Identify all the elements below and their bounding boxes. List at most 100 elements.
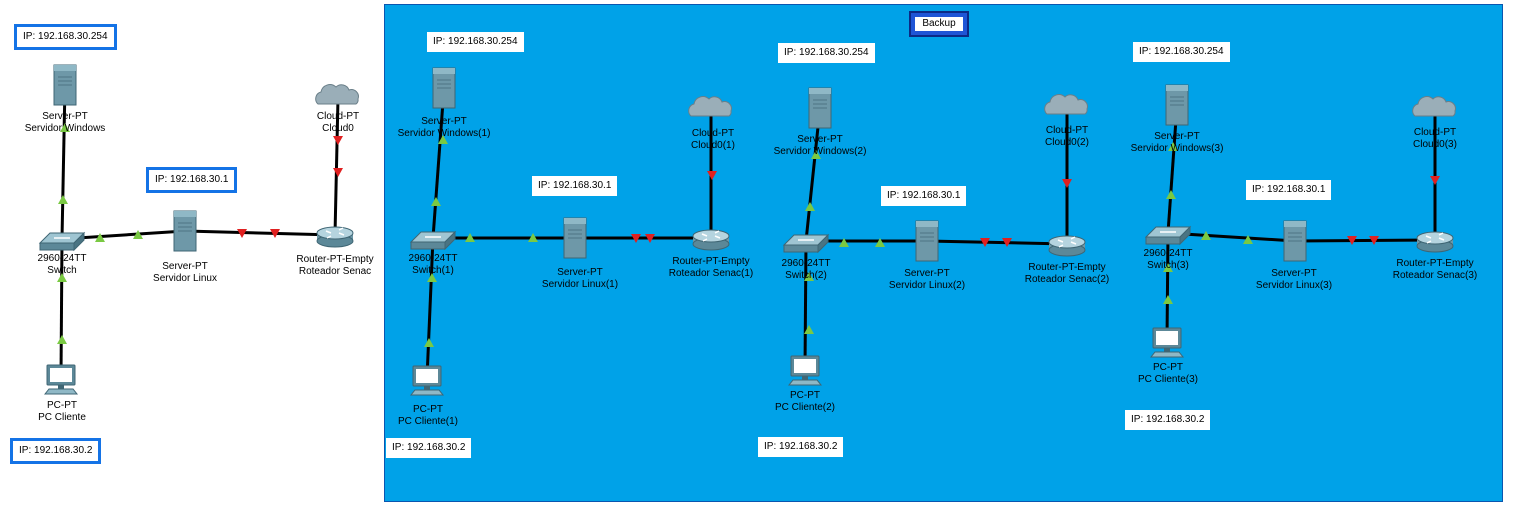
topology-0-server-windows-label-model: Server-PT bbox=[42, 111, 88, 122]
topology-1-cloud-label-device-name: Cloud0(1) bbox=[691, 140, 735, 151]
topology-2-link-status-1-a bbox=[839, 238, 849, 247]
topology-2-ip-note-pc[interactable]: IP: 192.168.30.2 bbox=[758, 437, 844, 457]
topology-2-switch-label-device-name: Switch(2) bbox=[785, 270, 827, 281]
topology-2-link-lin-rt[interactable] bbox=[926, 239, 1068, 246]
topology-0-link-status-2-a bbox=[237, 229, 247, 238]
topology-0-cloud-label-device-name: Cloud0 bbox=[322, 123, 354, 134]
topology-3-ip-note-server-linux[interactable]: IP: 192.168.30.1 bbox=[1246, 180, 1332, 200]
topology-3-link-sw-pc[interactable] bbox=[1165, 232, 1170, 341]
topology-2-cloud-label-device-name: Cloud0(2) bbox=[1045, 137, 1089, 148]
topology-1-link-sw-pc[interactable] bbox=[425, 237, 435, 379]
topology-3-server-linux-server-tower-icon[interactable] bbox=[1283, 220, 1307, 262]
topology-0-link-cl-rt[interactable] bbox=[333, 97, 340, 236]
topology-1-switch-label-device-name: Switch(1) bbox=[412, 265, 454, 276]
topology-0-cloud-cloud-icon[interactable] bbox=[315, 84, 359, 105]
topology-3-link-lin-rt[interactable] bbox=[1294, 238, 1436, 243]
topology-2-pc-label-model: PC-PT bbox=[790, 390, 820, 401]
topology-2-link-sw-pc[interactable] bbox=[803, 240, 808, 369]
topology-1-router-label-device-name: Roteador Senac(1) bbox=[668, 268, 754, 279]
topology-3-server-windows-server-tower-icon[interactable] bbox=[1165, 84, 1189, 126]
topology-0-switch-label-model: 2960-24TT bbox=[37, 253, 87, 264]
topology-1-switch-switch-icon[interactable] bbox=[409, 230, 457, 251]
topology-3-router-router-icon[interactable] bbox=[1416, 231, 1454, 253]
topology-0-router-router-icon[interactable] bbox=[316, 226, 354, 248]
topology-2-server-linux-label-model: Server-PT bbox=[904, 268, 950, 279]
topology-0-link-lin-rt[interactable] bbox=[184, 229, 336, 237]
topology-3-server-linux-label-device-name: Servidor Linux(3) bbox=[1255, 280, 1333, 291]
topology-3-switch-switch-icon[interactable] bbox=[1144, 225, 1192, 246]
topology-2-server-linux-server-tower-icon[interactable] bbox=[915, 220, 939, 262]
cluster-title-box[interactable]: Backup bbox=[909, 11, 969, 37]
topology-3-pc-label-device-name: PC Cliente(3) bbox=[1137, 374, 1199, 385]
topology-0-link-status-0-a bbox=[60, 123, 70, 132]
topology-2-server-windows-server-tower-icon[interactable] bbox=[808, 87, 832, 129]
topology-1-pc-label-model: PC-PT bbox=[413, 404, 443, 415]
topology-1-cloud-cloud-icon[interactable] bbox=[688, 96, 732, 117]
topology-2-pc-pc-monitor-icon[interactable] bbox=[787, 355, 823, 386]
topology-0-ip-note-pc[interactable]: IP: 192.168.30.2 bbox=[10, 438, 102, 464]
topology-1-ip-note-pc[interactable]: IP: 192.168.30.2 bbox=[386, 438, 472, 458]
topology-3-link-status-2-a bbox=[1347, 236, 1357, 245]
topology-3-ip-note-server-windows[interactable]: IP: 192.168.30.254 bbox=[1133, 42, 1230, 62]
topology-2-link-win-sw[interactable] bbox=[804, 107, 822, 242]
topology-2-link-status-4-a bbox=[804, 272, 814, 281]
topology-3-cloud-label-model: Cloud-PT bbox=[1413, 127, 1457, 138]
topology-3-server-windows-label-device-name: Servidor Windows(3) bbox=[1130, 143, 1224, 154]
topology-3-switch-label-model: 2960-24TT bbox=[1143, 248, 1193, 259]
topology-1-ip-note-server-windows[interactable]: IP: 192.168.30.254 bbox=[427, 32, 524, 52]
topology-0-link-sw-pc[interactable] bbox=[59, 238, 64, 378]
topology-3-ip-note-pc[interactable]: IP: 192.168.30.2 bbox=[1125, 410, 1211, 430]
topology-0-server-linux-server-tower-icon[interactable] bbox=[173, 210, 197, 252]
topology-2-ip-note-server-windows[interactable]: IP: 192.168.30.254 bbox=[778, 43, 875, 63]
topology-1-server-windows-server-tower-icon[interactable] bbox=[432, 67, 456, 109]
topology-1-pc-pc-monitor-icon[interactable] bbox=[409, 365, 445, 396]
topology-3-link-status-0-a bbox=[1168, 142, 1178, 151]
topology-0-pc-pc-monitor-icon[interactable] bbox=[43, 364, 79, 395]
topology-0-link-win-sw[interactable] bbox=[60, 84, 67, 240]
topology-0-switch-switch-icon[interactable] bbox=[38, 231, 86, 252]
topology-0-ip-note-server-linux[interactable]: IP: 192.168.30.1 bbox=[146, 167, 238, 193]
topology-1-server-linux-server-tower-icon[interactable] bbox=[563, 217, 587, 259]
topology-2-cloud-cloud-icon[interactable] bbox=[1044, 94, 1088, 115]
topology-1-link-win-sw[interactable] bbox=[431, 87, 446, 239]
topology-2-link-status-3-a bbox=[1062, 179, 1072, 188]
topology-3-server-linux-label-model: Server-PT bbox=[1271, 268, 1317, 279]
topology-0-link-status-1-a bbox=[95, 233, 105, 242]
topology-2-router-label-device-name: Roteador Senac(2) bbox=[1024, 274, 1110, 285]
topology-3-cloud-cloud-icon[interactable] bbox=[1412, 96, 1456, 117]
topology-2-router-router-icon[interactable] bbox=[1048, 235, 1086, 257]
topology-3-link-win-sw[interactable] bbox=[1166, 104, 1179, 234]
topology-0-ip-note-server-windows[interactable]: IP: 192.168.30.254 bbox=[14, 24, 117, 50]
topology-3-pc-pc-monitor-icon[interactable] bbox=[1149, 327, 1185, 358]
topology-0-server-windows-server-tower-icon[interactable] bbox=[53, 64, 77, 106]
topology-2-switch-switch-icon[interactable] bbox=[782, 233, 830, 254]
topology-2-ip-note-server-linux[interactable]: IP: 192.168.30.1 bbox=[881, 186, 967, 206]
topology-1-router-router-icon[interactable] bbox=[692, 229, 730, 251]
topology-1-ip-note-server-linux[interactable]: IP: 192.168.30.1 bbox=[532, 176, 618, 196]
